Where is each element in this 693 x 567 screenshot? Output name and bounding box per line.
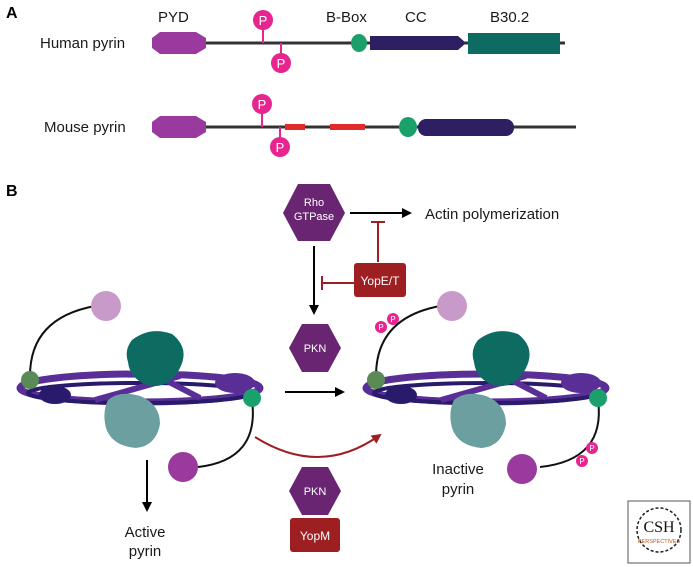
yope-box <box>354 263 406 297</box>
active-pyd-top <box>91 291 121 321</box>
yopm-label: YopM <box>300 529 330 543</box>
mouse-red-segment-1 <box>285 124 305 130</box>
panel-b-label: B <box>6 183 18 200</box>
human-phospho-upper <box>253 10 273 30</box>
inactive-line2: pyrin <box>442 481 475 498</box>
mouse-cc-domain <box>418 119 514 136</box>
mouse-pyrin-diagram: Mouse pyrin P P <box>44 94 576 157</box>
cc-label: CC <box>405 9 427 26</box>
yopm-node: YopM <box>290 518 340 552</box>
actin-label: Actin polymerization <box>425 206 559 223</box>
perspectives-text: PERSPECTIVES <box>638 539 681 545</box>
small-phospho-label: P <box>579 457 584 466</box>
inactive-pyrin-complex: P P P P <box>362 291 610 484</box>
active-line1: Active <box>125 524 166 541</box>
curved-yopm-arrow <box>254 433 382 458</box>
active-pyrin-complex <box>16 291 264 482</box>
mouse-pyrin-label: Mouse pyrin <box>44 119 126 136</box>
inactive-b302-blob-light <box>450 393 506 448</box>
rho-gtpase-node: Rho GTPase <box>283 184 345 241</box>
active-b302-blob-light <box>104 393 160 448</box>
yope-node: YopE/T <box>354 263 406 297</box>
phospho-label: P <box>277 56 286 71</box>
human-phospho-lower <box>271 53 291 73</box>
human-pyd-domain <box>152 32 206 54</box>
small-phospho-label: P <box>378 323 383 332</box>
human-pyrin-diagram: Human pyrin P P <box>40 10 565 73</box>
active-b302-blob <box>126 331 184 387</box>
bbox-label: B-Box <box>326 9 367 26</box>
active-pyd-bottom <box>168 452 198 482</box>
inactive-phospho-3 <box>586 442 598 454</box>
yope-label: YopE/T <box>361 274 401 288</box>
pkn-top-node: PKN <box>289 324 341 372</box>
mouse-bbox-domain <box>399 117 417 137</box>
inactive-phospho-4 <box>576 455 588 467</box>
human-pyrin-label: Human pyrin <box>40 35 125 52</box>
rho-gtpase-hexagon <box>283 184 345 241</box>
panel-a-label: A <box>6 5 18 22</box>
small-phospho-label: P <box>390 315 395 324</box>
inactive-phospho-2 <box>387 313 399 325</box>
inactive-pyd-bottom <box>507 454 537 484</box>
phospho-label: P <box>276 140 285 155</box>
pkn-top-hexagon <box>289 324 341 372</box>
b302-label: B30.2 <box>490 9 529 26</box>
rho-label-line1: Rho <box>304 197 324 209</box>
pkn-bottom-label: PKN <box>304 486 327 498</box>
mouse-phospho-lower <box>270 137 290 157</box>
pyd-label: PYD <box>158 9 189 26</box>
phospho-label: P <box>259 13 268 28</box>
human-cc-domain <box>370 36 466 50</box>
inactive-b302-blob <box>472 331 530 387</box>
pkn-top-label: PKN <box>304 343 327 355</box>
pkn-bottom-hexagon <box>289 467 341 515</box>
pkn-bottom-node: PKN <box>289 467 341 515</box>
yopm-box <box>290 518 340 552</box>
human-bbox-domain <box>351 34 367 52</box>
mouse-red-segment-2 <box>330 124 365 130</box>
inactive-line1: Inactive <box>432 461 484 478</box>
inactive-pyd-top <box>437 291 467 321</box>
active-line2: pyrin <box>129 543 162 560</box>
inactive-phospho-1 <box>375 321 387 333</box>
rho-label-line2: GTPase <box>294 211 334 223</box>
mouse-pyd-domain <box>152 116 206 138</box>
small-phospho-label: P <box>589 444 594 453</box>
csh-text: CSH <box>643 519 675 536</box>
human-b302-domain <box>468 33 560 54</box>
csh-perspectives-logo: CSH PERSPECTIVES <box>627 500 691 564</box>
mouse-phospho-upper <box>252 94 272 114</box>
phospho-label: P <box>258 97 267 112</box>
